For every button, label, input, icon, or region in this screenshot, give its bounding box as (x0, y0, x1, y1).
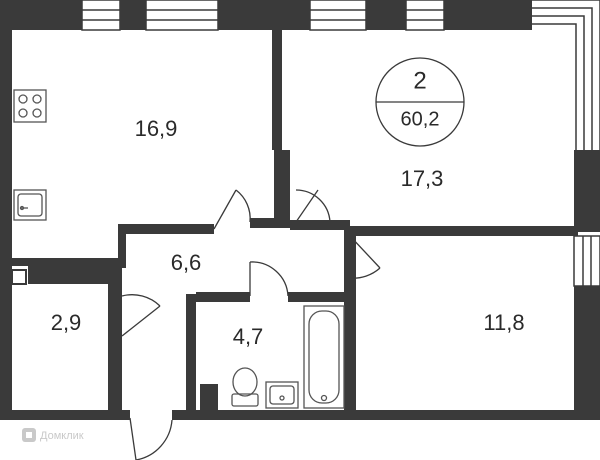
window-icon (573, 235, 600, 287)
wall-bath-top-1 (196, 292, 250, 302)
wall-kitchen-room-2 (274, 150, 290, 225)
apartment-badge: 2 60,2 (375, 57, 465, 147)
wall-bath-top-2 (288, 292, 350, 302)
wall-storage-notch-border (11, 269, 27, 285)
badge-total-area: 60,2 (401, 108, 440, 130)
wall-entrance-left (108, 282, 122, 420)
window-icon (145, 0, 219, 31)
wall-top-3 (218, 0, 310, 30)
wall-top-1 (0, 0, 82, 30)
wall-top-4 (366, 0, 406, 30)
room-area-small-room: 11,8 (483, 310, 524, 335)
wall-room-bottom-2 (344, 226, 578, 236)
wall-entrance-right (186, 294, 196, 420)
washbasin-icon (265, 381, 299, 409)
wall-bath-right (344, 236, 356, 414)
wall-kitchen-bottom-1 (12, 258, 122, 266)
wall-bottom-right (172, 410, 600, 420)
doors (121, 189, 381, 460)
wall-kitchen-bottom-2 (118, 224, 214, 234)
room-area-hall: 6,6 (171, 250, 202, 275)
wall-top-2 (120, 0, 146, 30)
door-swing-icon (121, 294, 161, 337)
sink-icon (13, 189, 47, 221)
wall-storage-top (12, 266, 122, 284)
door-swing-icon (295, 189, 331, 223)
room-area-storage: 2,9 (51, 310, 82, 335)
wall-kitchen-room (272, 30, 282, 150)
wall-top-5 (444, 0, 532, 30)
window-icon (81, 0, 121, 31)
domclick-logo-icon (22, 428, 36, 442)
room-labels: 16,9 17,3 6,6 2,9 4,7 11,8 (51, 116, 525, 349)
watermark-text: Домклик (40, 430, 84, 442)
window-icon (532, 0, 600, 150)
wall-room-bottom-1 (290, 220, 350, 230)
badge-room-count: 2 (413, 67, 426, 94)
watermark: Домклик (22, 428, 84, 442)
room-area-large-room: 17,3 (401, 166, 444, 191)
room-area-kitchen: 16,9 (135, 116, 178, 141)
door-swing-icon (213, 189, 251, 230)
bathtub-icon (303, 305, 345, 409)
wall-storage-notch (12, 266, 28, 288)
wall-bottom-left (0, 410, 130, 420)
window-icon (405, 0, 445, 31)
door-swing-icon (349, 235, 381, 279)
stove-icon (13, 89, 47, 123)
room-area-bathroom: 4,7 (233, 324, 264, 349)
door-swing-icon (249, 261, 289, 297)
window-icon (309, 0, 367, 31)
wall-kitchen-bottom-3 (250, 218, 290, 228)
wall-left (0, 0, 12, 420)
toilet-icon (231, 367, 259, 407)
wall-right-2 (574, 286, 600, 410)
door-swing-icon (129, 417, 173, 460)
wall-hall-left (118, 224, 126, 268)
wall-bath-corner (200, 384, 218, 412)
walls (0, 0, 600, 420)
windows (81, 0, 600, 287)
wall-right-1 (574, 150, 600, 232)
